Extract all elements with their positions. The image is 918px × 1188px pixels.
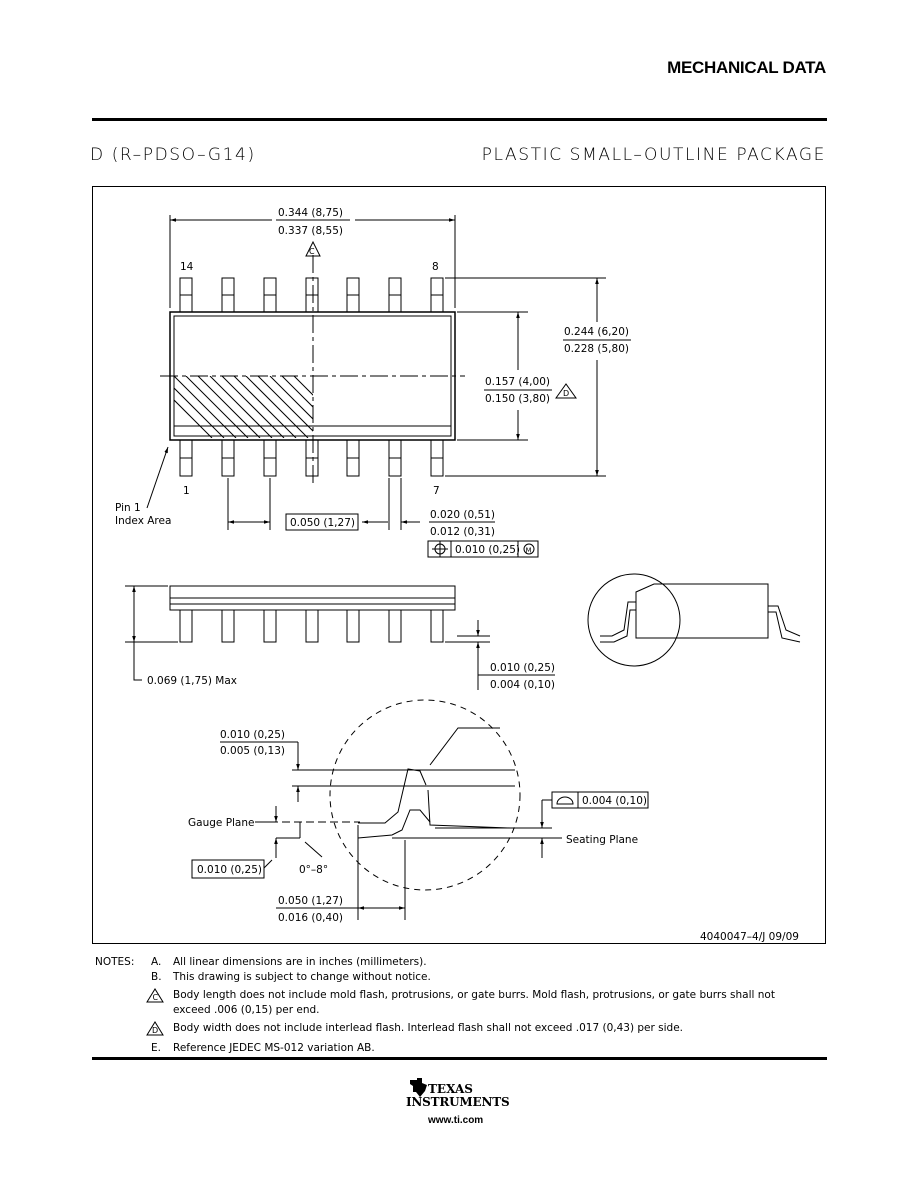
length-max: 0.344 (8,75): [278, 207, 343, 219]
ti-url[interactable]: www.ti.com: [428, 1115, 484, 1126]
position-tolerance: 0.010 (0,25): [455, 544, 520, 556]
note-c: C Body length does not include mold flas…: [95, 988, 793, 1018]
body-width-min: 0.150 (3,80): [485, 393, 550, 405]
package-description: PLASTIC SMALL–OUTLINE PACKAGE: [481, 145, 826, 165]
note-text: This drawing is subject to change withou…: [173, 971, 431, 983]
pin-label-14: 14: [180, 261, 194, 273]
standoff-min: 0.004 (0,10): [490, 679, 555, 691]
mechanical-drawing: 0.344 (8,75) 0.337 (8,55) C 14 8 1 7 0.2…: [115, 207, 801, 943]
ti-brand-line1: TEXAS: [428, 1082, 473, 1096]
ti-brand-line2: INSTRUMENTS: [406, 1095, 510, 1109]
pin1-label-line1: Pin 1: [115, 502, 141, 514]
pin1-label-line2: Index Area: [115, 515, 171, 527]
top-rule: [92, 118, 827, 121]
note-triangle-c: C: [146, 988, 173, 1018]
note-e: E. Reference JEDEC MS-012 variation AB.: [95, 1041, 793, 1056]
notes-heading: NOTES:: [95, 956, 135, 968]
lead-width-min: 0.012 (0,31): [430, 526, 495, 538]
standoff-max: 0.010 (0,25): [490, 662, 555, 674]
overall-width-max: 0.244 (6,20): [564, 326, 629, 338]
pin-label-7: 7: [433, 485, 440, 497]
note-text: Body width does not include interlead fl…: [173, 1022, 684, 1034]
note-b: B. This drawing is subject to change wit…: [95, 970, 793, 985]
note-d: D Body width does not include interlead …: [95, 1021, 793, 1041]
note-letter: E.: [151, 1042, 161, 1054]
body-width-note-marker: D: [563, 389, 569, 398]
note-text: Reference JEDEC MS-012 variation AB.: [173, 1042, 375, 1054]
ti-state-icon: [410, 1078, 427, 1097]
note-a: NOTES: A. All linear dimensions are in i…: [95, 955, 793, 970]
pin-label-1: 1: [183, 485, 190, 497]
note-letter: B.: [151, 971, 162, 983]
lead-width-max: 0.020 (0,51): [430, 509, 495, 521]
note-triangle-d: D: [146, 1021, 173, 1041]
height-max: 0.069 (1,75) Max: [147, 675, 237, 687]
gauge-dim: 0.010 (0,25): [197, 864, 262, 876]
note-text: All linear dimensions are in inches (mil…: [173, 956, 427, 968]
drawing-number: 4040047–4/J 09/09: [700, 931, 799, 943]
position-modifier: M: [526, 547, 532, 555]
package-code: D (R–PDSO–G14): [90, 145, 256, 165]
foot-length-max: 0.050 (1,27): [278, 895, 343, 907]
foot-length-min: 0.016 (0,40): [278, 912, 343, 924]
overall-width-min: 0.228 (5,80): [564, 343, 629, 355]
bottom-rule: [92, 1057, 827, 1060]
length-min: 0.337 (8,55): [278, 225, 343, 237]
note-letter: D: [152, 1026, 158, 1035]
note-letter: A.: [151, 956, 162, 968]
gauge-plane-label: Gauge Plane: [188, 817, 255, 829]
pin-label-8: 8: [432, 261, 439, 273]
notes-section: NOTES: A. All linear dimensions are in i…: [95, 955, 793, 1056]
note-letter: C: [153, 993, 159, 1002]
lead-thickness-max: 0.010 (0,25): [220, 729, 285, 741]
note-text: Body length does not include mold flash,…: [173, 989, 775, 1016]
seating-plane-label: Seating Plane: [566, 834, 638, 846]
pin1-hatch: [174, 376, 313, 438]
ti-logo: TEXAS INSTRUMENTS: [400, 1075, 520, 1135]
lead-thickness-min: 0.005 (0,13): [220, 745, 285, 757]
pitch-dim: 0.050 (1,27): [290, 517, 355, 529]
header-title: MECHANICAL DATA: [667, 58, 826, 77]
drawing-frame: [92, 186, 826, 944]
body-width-max: 0.157 (4,00): [485, 376, 550, 388]
coplanarity-dim: 0.004 (0,10): [582, 795, 647, 807]
length-note-marker: C: [309, 247, 315, 256]
angle-dim: 0°–8°: [299, 864, 328, 876]
